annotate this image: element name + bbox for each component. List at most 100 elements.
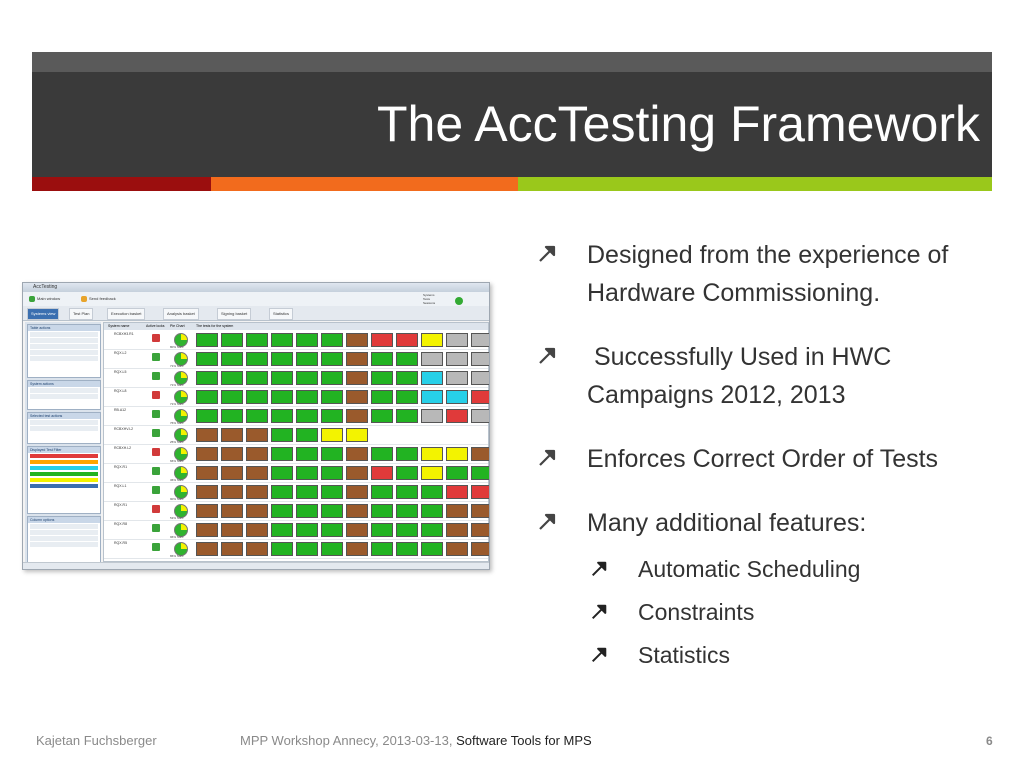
test-tile[interactable] [371,523,393,537]
test-tile[interactable] [221,523,243,537]
test-tile[interactable] [371,409,393,423]
test-tile[interactable] [471,447,489,461]
test-tile[interactable] [346,466,368,480]
column-option-row[interactable] [30,530,98,535]
test-tile[interactable] [471,390,489,404]
test-tile[interactable] [321,390,343,404]
panel-action-row[interactable] [30,426,98,431]
test-tile[interactable] [446,447,468,461]
test-tile[interactable] [396,485,418,499]
test-tile[interactable] [296,428,318,442]
test-tile[interactable] [221,485,243,499]
test-tile[interactable] [296,352,318,366]
test-tile[interactable] [196,504,218,518]
test-tile[interactable] [296,390,318,404]
panel-action-row[interactable] [30,420,98,425]
test-tile[interactable] [471,542,489,556]
test-tile[interactable] [471,466,489,480]
test-tile[interactable] [296,447,318,461]
test-tile[interactable] [421,466,443,480]
panel-action-row[interactable] [30,344,98,349]
test-tile[interactable] [221,466,243,480]
test-tile[interactable] [196,447,218,461]
column-option-row[interactable] [30,542,98,547]
test-tile[interactable] [271,352,293,366]
test-tile[interactable] [396,542,418,556]
test-tile[interactable] [321,485,343,499]
test-tile[interactable] [321,333,343,347]
test-tile[interactable] [296,409,318,423]
test-tile[interactable] [221,352,243,366]
test-tile[interactable] [196,466,218,480]
test-tile[interactable] [196,542,218,556]
test-tile[interactable] [221,447,243,461]
test-tile[interactable] [421,542,443,556]
test-tile[interactable] [471,523,489,537]
test-tile[interactable] [346,352,368,366]
test-tile[interactable] [346,523,368,537]
test-tile[interactable] [346,485,368,499]
test-tile[interactable] [271,523,293,537]
test-tile[interactable] [221,409,243,423]
test-tile[interactable] [196,371,218,385]
test-tile[interactable] [446,352,468,366]
test-tile[interactable] [246,428,268,442]
test-tile[interactable] [421,371,443,385]
test-tile[interactable] [246,523,268,537]
test-tile[interactable] [396,409,418,423]
test-tile[interactable] [271,333,293,347]
test-tile[interactable] [246,390,268,404]
test-tile[interactable] [471,333,489,347]
test-tile[interactable] [371,371,393,385]
panel-action-row[interactable] [30,356,98,361]
filter-legend-swatch[interactable] [30,460,98,464]
test-tile[interactable] [196,523,218,537]
test-tile[interactable] [196,390,218,404]
test-tile[interactable] [196,409,218,423]
test-tile[interactable] [421,409,443,423]
test-tile[interactable] [321,371,343,385]
test-tile[interactable] [446,466,468,480]
test-tile[interactable] [296,542,318,556]
test-tile[interactable] [321,466,343,480]
test-tile[interactable] [421,447,443,461]
test-tile[interactable] [446,504,468,518]
test-tile[interactable] [421,333,443,347]
test-tile[interactable] [446,485,468,499]
test-tile[interactable] [371,504,393,518]
test-tile[interactable] [321,409,343,423]
test-tile[interactable] [196,485,218,499]
test-tile[interactable] [221,371,243,385]
test-tile[interactable] [421,390,443,404]
test-tile[interactable] [246,504,268,518]
test-tile[interactable] [271,485,293,499]
filter-legend-swatch[interactable] [30,478,98,482]
test-tile[interactable] [446,371,468,385]
test-tile[interactable] [296,333,318,347]
test-tile[interactable] [446,542,468,556]
test-tile[interactable] [221,542,243,556]
test-tile[interactable] [396,466,418,480]
test-tile[interactable] [346,428,368,442]
test-tile[interactable] [396,390,418,404]
column-option-row[interactable] [30,536,98,541]
column-option-row[interactable] [30,524,98,529]
test-tile[interactable] [471,409,489,423]
test-tile[interactable] [246,409,268,423]
test-tile[interactable] [396,333,418,347]
test-tile[interactable] [271,390,293,404]
test-tile[interactable] [271,542,293,556]
test-tile[interactable] [421,352,443,366]
test-tile[interactable] [196,428,218,442]
test-tile[interactable] [446,523,468,537]
panel-action-row[interactable] [30,338,98,343]
test-tile[interactable] [246,542,268,556]
test-tile[interactable] [346,390,368,404]
